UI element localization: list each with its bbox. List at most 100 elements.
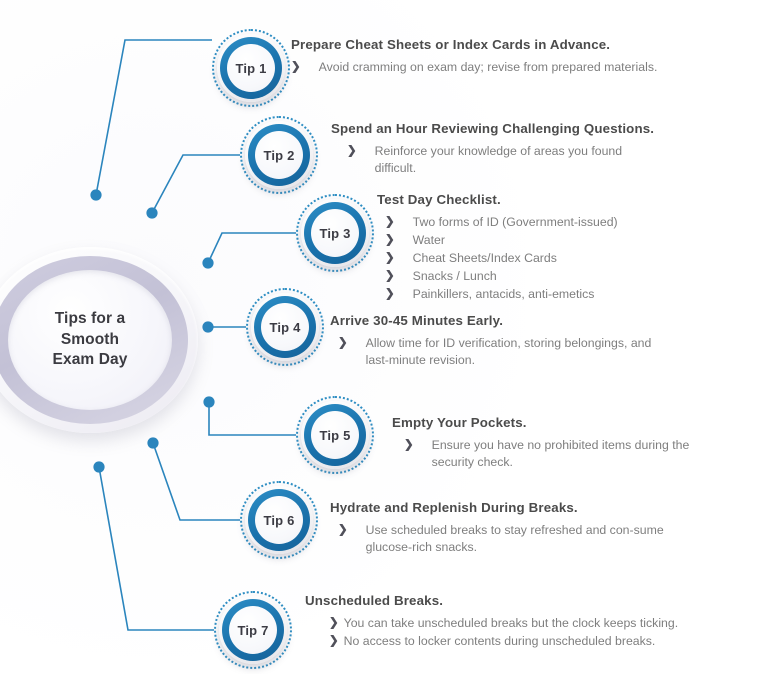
connector-tip-1 xyxy=(95,39,212,196)
badge-face: Tip 3 xyxy=(311,209,359,257)
badge-dotted-ring-icon xyxy=(296,194,374,272)
tip-item-text: Cheat Sheets/Index Cards xyxy=(412,251,557,266)
tip-item-text: Two forms of ID (Government-issued) xyxy=(412,215,618,229)
hub-title-line-1: Tips for a xyxy=(54,309,126,327)
badge-dotted-ring-icon xyxy=(240,481,318,559)
tip-list-1: ❯ Avoid cramming on exam day; revise fro… xyxy=(291,59,657,76)
text-block-tip-5: Empty Your Pockets. ❯ Ensure you have no… xyxy=(392,415,732,472)
connector-tip-6 xyxy=(152,442,240,521)
chevron-right-icon: ❯ xyxy=(385,252,395,265)
badge-label-tip-1: Tip 1 xyxy=(235,60,267,76)
tip-item-text: Water xyxy=(412,233,445,248)
tip-list-2: ❯ Reinforce your knowledge of areas you … xyxy=(331,143,661,177)
chevron-right-icon: ❯ xyxy=(404,439,414,451)
tip-item-text: Avoid cramming on exam day; revise from … xyxy=(318,60,658,74)
tip-title-5: Empty Your Pockets. xyxy=(392,415,527,430)
tip-list-3: ❯ Two forms of ID (Government-issued) ❯ … xyxy=(377,214,618,303)
badge-tip-3[interactable]: Tip 3 xyxy=(296,194,374,272)
connector-dot-5 xyxy=(203,396,215,408)
text-block-tip-1: Prepare Cheat Sheets or Index Cards in A… xyxy=(291,37,657,77)
hub-title: Tips for a Smooth Exam Day xyxy=(53,309,128,371)
tip-title-4: Arrive 30-45 Minutes Early. xyxy=(330,313,504,328)
list-item: ❯ Ensure you have no prohibited items du… xyxy=(404,437,732,471)
chevron-right-icon: ❯ xyxy=(329,617,339,629)
badge-tip-1[interactable]: Tip 1 xyxy=(212,29,290,107)
chevron-right-icon: ❯ xyxy=(338,337,348,349)
hub-title-line-2: Smooth xyxy=(60,330,120,348)
chevron-right-icon: ❯ xyxy=(385,288,395,301)
badge-dotted-ring-icon xyxy=(214,591,292,669)
tip-item-text: Allow time for ID verification, storing … xyxy=(365,336,652,367)
badge-face: Tip 2 xyxy=(255,131,303,179)
tip-title-2: Spend an Hour Reviewing Challenging Ques… xyxy=(331,121,655,136)
center-hub: Tips for a Smooth Exam Day xyxy=(0,247,198,433)
text-block-tip-4: Arrive 30-45 Minutes Early. ❯ Allow time… xyxy=(330,313,670,370)
chevron-right-icon: ❯ xyxy=(338,524,348,536)
badge-face: Tip 7 xyxy=(229,606,277,654)
tip-list-5: ❯ Ensure you have no prohibited items du… xyxy=(392,437,732,471)
hub-title-line-3: Exam Day xyxy=(52,351,128,369)
connector-dot-1 xyxy=(90,189,102,201)
tip-title-1: Prepare Cheat Sheets or Index Cards in A… xyxy=(291,37,611,52)
connector-dot-3 xyxy=(202,257,214,269)
chevron-right-icon: ❯ xyxy=(329,635,339,648)
text-block-tip-6: Hydrate and Replenish During Breaks. ❯ U… xyxy=(330,500,675,557)
badge-tip-2[interactable]: Tip 2 xyxy=(240,116,318,194)
chevron-right-icon: ❯ xyxy=(291,61,301,73)
tip-item-text: Snacks / Lunch xyxy=(412,269,497,284)
badge-label-tip-7: Tip 7 xyxy=(237,622,269,638)
badge-dotted-ring-icon xyxy=(212,29,290,107)
chevron-right-icon: ❯ xyxy=(385,270,395,283)
chevron-right-icon: ❯ xyxy=(385,234,395,247)
badge-tip-7[interactable]: Tip 7 xyxy=(214,591,292,669)
list-item: ❯ No access to locker contents during un… xyxy=(329,633,735,650)
badge-label-tip-4: Tip 4 xyxy=(269,319,301,335)
hub-inner-disc: Tips for a Smooth Exam Day xyxy=(8,270,172,410)
connector-tip-5 xyxy=(208,402,296,436)
badge-dotted-ring-icon xyxy=(246,288,324,366)
connector-dot-6 xyxy=(147,437,159,449)
tip-item-text: Reinforce your knowledge of areas you fo… xyxy=(374,144,623,175)
connector-dot-2 xyxy=(146,207,158,219)
badge-label-tip-6: Tip 6 xyxy=(263,512,295,528)
list-item: ❯ Cheat Sheets/Index Cards xyxy=(385,250,618,267)
badge-face: Tip 4 xyxy=(261,303,309,351)
badge-dotted-ring-icon xyxy=(296,396,374,474)
connector-dot-4 xyxy=(202,321,214,333)
text-block-tip-2: Spend an Hour Reviewing Challenging Ques… xyxy=(331,121,661,178)
tip-title-6: Hydrate and Replenish During Breaks. xyxy=(330,500,578,515)
list-item: ❯ Reinforce your knowledge of areas you … xyxy=(347,143,661,177)
list-item: ❯ Allow time for ID verification, storin… xyxy=(338,335,670,369)
list-item: ❯ Two forms of ID (Government-issued) xyxy=(385,214,618,231)
tip-list-4: ❯ Allow time for ID verification, storin… xyxy=(330,335,670,369)
chevron-right-icon: ❯ xyxy=(385,216,395,228)
connector-tip-7 xyxy=(98,466,214,631)
list-item: ❯ You can take unscheduled breaks but th… xyxy=(329,615,735,632)
tip-title-3: Test Day Checklist. xyxy=(377,192,501,207)
badge-dotted-ring-icon xyxy=(240,116,318,194)
text-block-tip-3: Test Day Checklist. ❯ Two forms of ID (G… xyxy=(377,192,618,304)
text-block-tip-7: Unscheduled Breaks. ❯ You can take unsch… xyxy=(305,593,735,651)
badge-label-tip-5: Tip 5 xyxy=(319,427,351,443)
connector-dot-7 xyxy=(93,461,105,473)
tip-list-7: ❯ You can take unscheduled breaks but th… xyxy=(305,615,735,650)
badge-tip-6[interactable]: Tip 6 xyxy=(240,481,318,559)
connector-tip-3 xyxy=(207,232,296,264)
list-item: ❯ Snacks / Lunch xyxy=(385,268,618,285)
badge-face: Tip 1 xyxy=(227,44,275,92)
list-item: ❯ Water xyxy=(385,232,618,249)
tip-item-text: Use scheduled breaks to stay refreshed a… xyxy=(365,523,664,554)
list-item: ❯ Painkillers, antacids, anti-emetics xyxy=(385,286,618,303)
tip-list-6: ❯ Use scheduled breaks to stay refreshed… xyxy=(330,522,675,556)
badge-tip-5[interactable]: Tip 5 xyxy=(296,396,374,474)
badge-tip-4[interactable]: Tip 4 xyxy=(246,288,324,366)
tip-item-text: You can take unscheduled breaks but the … xyxy=(343,616,679,630)
tip-item-text: Painkillers, antacids, anti-emetics xyxy=(412,287,595,302)
list-item: ❯ Use scheduled breaks to stay refreshed… xyxy=(338,522,675,556)
list-item: ❯ Avoid cramming on exam day; revise fro… xyxy=(291,59,657,76)
chevron-right-icon: ❯ xyxy=(347,145,357,157)
badge-face: Tip 5 xyxy=(311,411,359,459)
tip-title-7: Unscheduled Breaks. xyxy=(305,593,444,608)
